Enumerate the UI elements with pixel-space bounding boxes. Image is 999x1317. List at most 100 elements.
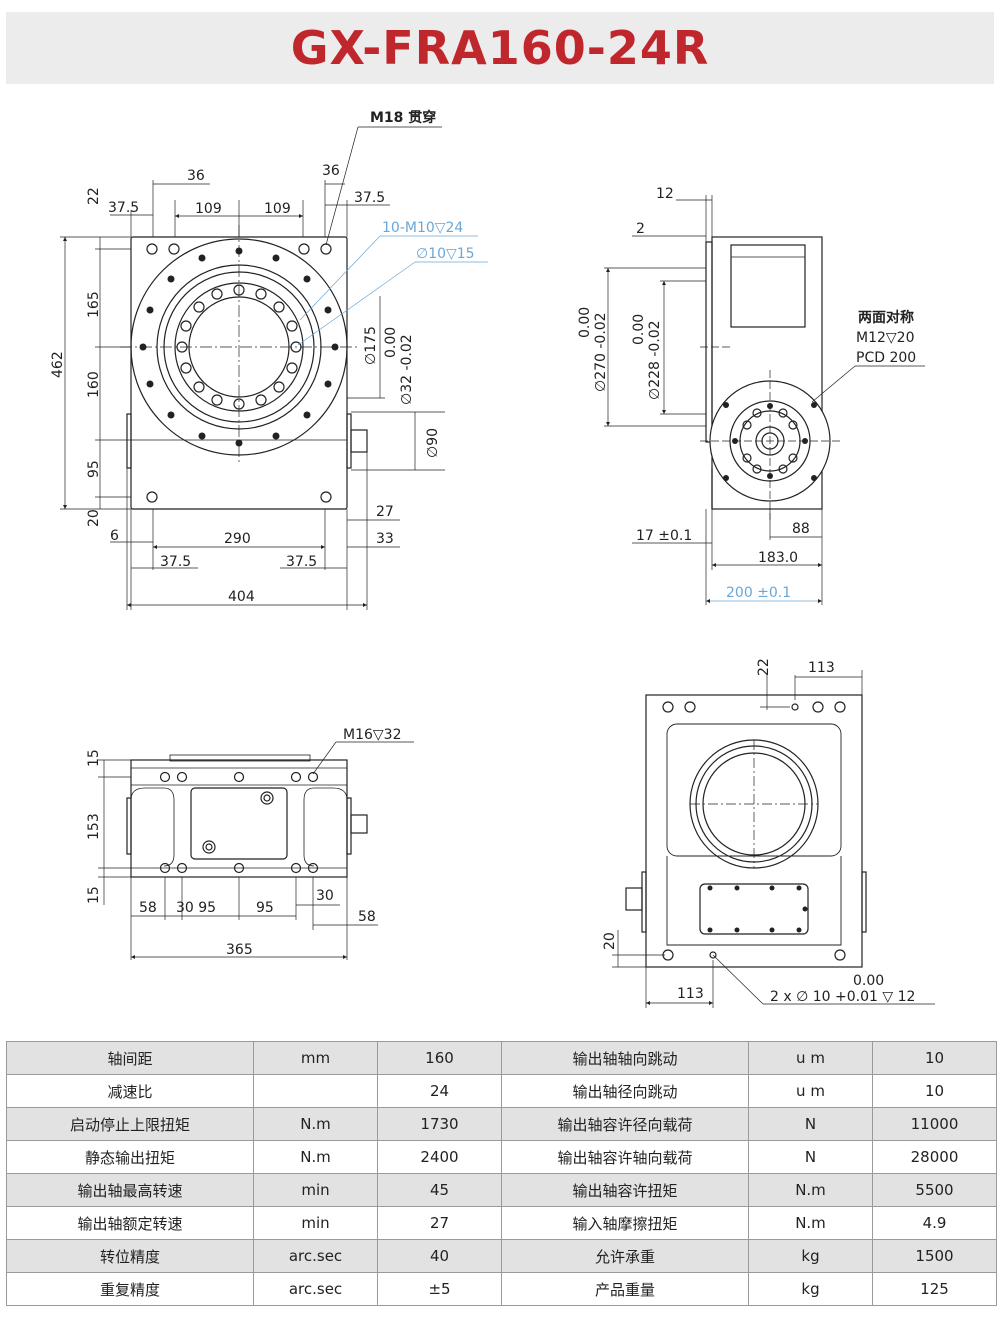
bl-callout: M16▽32 bbox=[343, 727, 401, 743]
table-cell: 输出轴额定转速 bbox=[6, 1206, 254, 1240]
table-cell: 10 bbox=[872, 1074, 997, 1108]
table-cell: arc.sec bbox=[253, 1272, 378, 1306]
side-dim-183: 183.0 bbox=[758, 550, 798, 566]
technical-drawings: M18 贯穿 10-M10▽24 ∅10▽15 36 36 37.5 37.5 … bbox=[50, 109, 935, 1008]
table-cell: 2400 bbox=[377, 1140, 502, 1174]
table-row: 静态输出扭矩 N.m 2400 输出轴容许轴向载荷 N 28000 bbox=[6, 1140, 997, 1174]
table-cell bbox=[253, 1074, 378, 1108]
table-row: 重复精度 arc.sec ±5 产品重量 kg 125 bbox=[6, 1272, 997, 1306]
side-note-pcd: PCD 200 bbox=[856, 350, 916, 366]
br-dim-22: 22 bbox=[756, 658, 772, 676]
front-dim-36-left: 36 bbox=[187, 168, 205, 184]
table-cell: kg bbox=[748, 1272, 873, 1306]
table-cell: u m bbox=[748, 1074, 873, 1108]
front-outer-bolt-holes bbox=[139, 247, 339, 447]
table-cell: 输出轴最高转速 bbox=[6, 1173, 254, 1207]
front-dim-37-5-right: 37.5 bbox=[354, 190, 385, 206]
front-callout-through: M18 贯穿 bbox=[370, 109, 436, 126]
front-dim-109-right: 109 bbox=[264, 201, 291, 217]
bottom-right-labels: 22 113 20 113 0.00 2 x ∅ 10 +0.01 ▽ 12 bbox=[602, 658, 915, 1005]
table-cell: 5500 bbox=[872, 1173, 997, 1207]
front-input-shaft-left bbox=[126, 413, 132, 469]
table-cell: 28000 bbox=[872, 1140, 997, 1174]
front-dim-tol-32: ∅32 -0.02 bbox=[399, 334, 415, 405]
bottom-right-view bbox=[612, 670, 935, 1008]
table-cell: 输入轴摩擦扭矩 bbox=[501, 1206, 749, 1240]
side-dim-tol-270: ∅270 -0.02 bbox=[593, 312, 609, 392]
table-cell: 重复精度 bbox=[6, 1272, 254, 1306]
front-dim-290: 290 bbox=[224, 531, 251, 547]
table-cell: 启动停止上限扭矩 bbox=[6, 1107, 254, 1141]
br-dim-113-bottom: 113 bbox=[677, 986, 704, 1002]
table-cell: u m bbox=[748, 1041, 873, 1075]
front-inner-bolt-holes bbox=[176, 284, 302, 410]
side-dim-2: 2 bbox=[636, 221, 645, 237]
bl-dim-30: 30 bbox=[316, 888, 334, 904]
br-hole-callout: 2 x ∅ 10 +0.01 ▽ 12 bbox=[770, 989, 915, 1005]
table-cell: 输出轴容许扭矩 bbox=[501, 1173, 749, 1207]
table-cell: N.m bbox=[253, 1107, 378, 1141]
front-dim-36-right: 36 bbox=[322, 163, 340, 179]
table-cell: 4.9 bbox=[872, 1206, 997, 1240]
side-note-thread: M12▽20 bbox=[856, 330, 914, 346]
table-cell: 输出轴容许轴向载荷 bbox=[501, 1140, 749, 1174]
title-bar: GX-FRA160-24R bbox=[6, 12, 994, 84]
br-dim-20: 20 bbox=[602, 932, 618, 950]
side-dim-88: 88 bbox=[792, 521, 810, 537]
table-cell: 45 bbox=[377, 1173, 502, 1207]
front-callout-pin: ∅10▽15 bbox=[416, 246, 475, 262]
spec-table: 轴间距 mm 160 输出轴轴向跳动 u m 10 减速比 24 输出轴径向跳动… bbox=[6, 1041, 997, 1306]
br-cover-plate bbox=[699, 883, 809, 935]
table-cell: 10 bbox=[872, 1041, 997, 1075]
front-dim-tol-32-upper: 0.00 bbox=[383, 327, 399, 358]
table-cell: 减速比 bbox=[6, 1074, 254, 1108]
table-cell: N bbox=[748, 1140, 873, 1174]
side-dim-tol-228: ∅228 -0.02 bbox=[647, 320, 663, 400]
front-dim-22: 22 bbox=[86, 187, 102, 205]
front-dim-160: 160 bbox=[86, 371, 102, 398]
front-dim-165: 165 bbox=[86, 291, 102, 318]
front-corner-holes bbox=[146, 243, 332, 503]
front-dim-33: 33 bbox=[376, 531, 394, 547]
front-dim-6: 6 bbox=[110, 528, 119, 544]
table-cell: 24 bbox=[377, 1074, 502, 1108]
table-cell: 允许承重 bbox=[501, 1239, 749, 1273]
table-cell: 输出轴容许径向载荷 bbox=[501, 1107, 749, 1141]
table-cell: ±5 bbox=[377, 1272, 502, 1306]
front-shaft-stub bbox=[350, 429, 368, 453]
table-row: 减速比 24 输出轴径向跳动 u m 10 bbox=[6, 1074, 997, 1108]
page-title: GX-FRA160-24R bbox=[290, 21, 710, 75]
table-cell: mm bbox=[253, 1041, 378, 1075]
bottom-left-view bbox=[98, 741, 414, 960]
table-cell: 轴间距 bbox=[6, 1041, 254, 1075]
bl-dim-30-95: 30 95 bbox=[176, 900, 216, 916]
side-dim-12: 12 bbox=[656, 186, 674, 202]
bl-dim-15-top: 15 bbox=[86, 749, 102, 767]
side-dim-tol-270-upper: 0.00 bbox=[577, 307, 593, 338]
br-dim-113-top: 113 bbox=[808, 660, 835, 676]
table-cell: 输出轴轴向跳动 bbox=[501, 1041, 749, 1075]
table-cell: 转位精度 bbox=[6, 1239, 254, 1273]
front-view bbox=[60, 126, 488, 610]
front-dim-37-5-left: 37.5 bbox=[108, 200, 139, 216]
front-dim-27: 27 bbox=[376, 504, 394, 520]
bl-dim-95: 95 bbox=[256, 900, 274, 916]
front-dim-20: 20 bbox=[86, 509, 102, 527]
br-hole-tol-upper: 0.00 bbox=[853, 973, 884, 989]
table-row: 输出轴最高转速 min 45 输出轴容许扭矩 N.m 5500 bbox=[6, 1173, 997, 1207]
table-cell: 11000 bbox=[872, 1107, 997, 1141]
table-row: 输出轴额定转速 min 27 输入轴摩擦扭矩 N.m 4.9 bbox=[6, 1206, 997, 1240]
spec-table-body: 轴间距 mm 160 输出轴轴向跳动 u m 10 减速比 24 输出轴径向跳动… bbox=[6, 1041, 997, 1306]
br-cover-holes bbox=[707, 885, 808, 933]
table-cell: N.m bbox=[748, 1206, 873, 1240]
front-dim-95: 95 bbox=[86, 460, 102, 478]
table-cell: 160 bbox=[377, 1041, 502, 1075]
side-note-symmetric: 两面对称 bbox=[858, 309, 914, 326]
table-cell: 输出轴径向跳动 bbox=[501, 1074, 749, 1108]
bl-dim-153: 153 bbox=[86, 813, 102, 840]
bl-holes bbox=[159, 771, 319, 874]
bl-dim-58-right: 58 bbox=[358, 909, 376, 925]
table-cell: 27 bbox=[377, 1206, 502, 1240]
side-window bbox=[730, 244, 806, 328]
side-view-labels: 12 2 0.00 ∅270 -0.02 0.00 ∅228 -0.02 两面对… bbox=[577, 186, 916, 601]
